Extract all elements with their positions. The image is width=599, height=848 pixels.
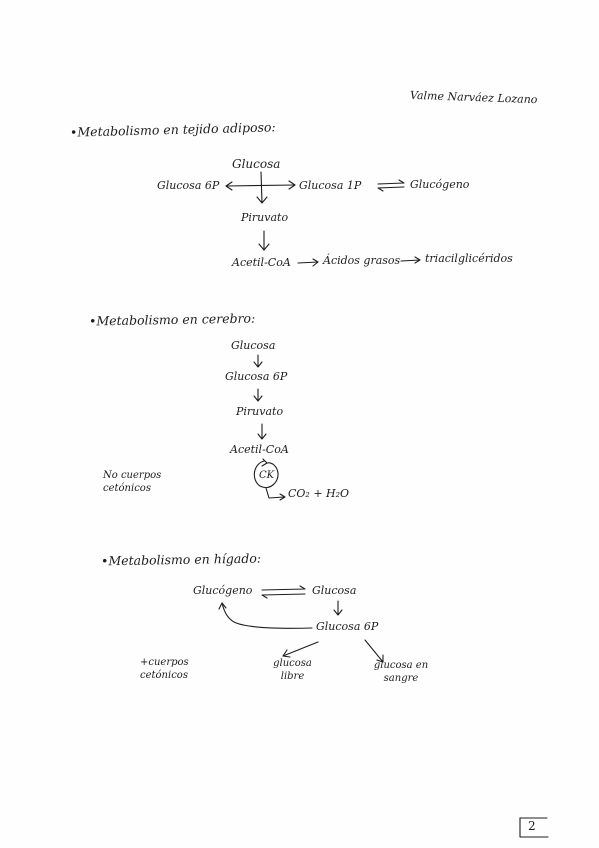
heading-higado: •Metabolismo en hígado:	[100, 550, 262, 569]
higado-note: +cuerpos cetónicos	[140, 657, 189, 681]
cerebro-acetil-coa: Acetil-CoA	[230, 443, 289, 456]
heading-cerebro: •Metabolismo en cerebro:	[88, 310, 256, 329]
cerebro-products: CO₂ + H₂O	[288, 487, 350, 500]
adiposo-glucosa-6p: Glucosa 6P	[157, 179, 220, 192]
adiposo-glucosa: Glucosa	[232, 157, 281, 171]
adiposo-piruvato: Piruvato	[241, 211, 289, 224]
page-number: 2	[528, 819, 536, 833]
adiposo-acetil-coa: Acetil-CoA	[232, 256, 291, 269]
krebs-cycle-label: CK	[259, 470, 275, 481]
equilibrium-g1p-glucogeno	[377, 179, 405, 185]
cerebro-glucosa: Glucosa	[231, 339, 276, 352]
heading-adiposo: •Metabolismo en tejido adiposo:	[69, 119, 276, 140]
adiposo-acidos-grasos: Ácidos grasos	[323, 254, 401, 267]
arrow-glucosa-to-piruvato	[260, 171, 263, 204]
equilibrium-glucogeno-glucosa	[261, 585, 306, 591]
arrow-acidos-to-triacil	[400, 259, 421, 262]
cerebro-note: No cuerpos cetónicos	[103, 470, 162, 494]
arrow-g6p-g1p	[225, 184, 296, 187]
arrow-g6p-to-libre	[282, 641, 319, 657]
higado-glucosa-libre: glucosa libre	[273, 658, 312, 682]
higado-glucogeno: Glucógeno	[193, 584, 253, 597]
higado-glucosa: Glucosa	[312, 584, 357, 597]
higado-glucosa-6p: Glucosa 6P	[316, 620, 379, 633]
arrow-krebs-to-products	[265, 487, 285, 499]
higado-glucosa-sangre: glucosa en sangre	[373, 660, 429, 684]
arrow-acetilcoa-to-acidos	[297, 261, 319, 264]
adiposo-glucosa-1p: Glucosa 1P	[299, 179, 362, 192]
arrow-g6p-to-sangre	[364, 639, 384, 663]
cerebro-piruvato: Piruvato	[236, 405, 284, 418]
arrow-g6p-to-glucogeno	[221, 602, 313, 629]
adiposo-glucogeno: Glucógeno	[410, 178, 470, 191]
adiposo-triacilgliceridos: triacilglicéridos	[425, 252, 513, 265]
author-name: Valme Narváez Lozano	[409, 88, 538, 107]
cerebro-glucosa-6p: Glucosa 6P	[225, 370, 288, 383]
